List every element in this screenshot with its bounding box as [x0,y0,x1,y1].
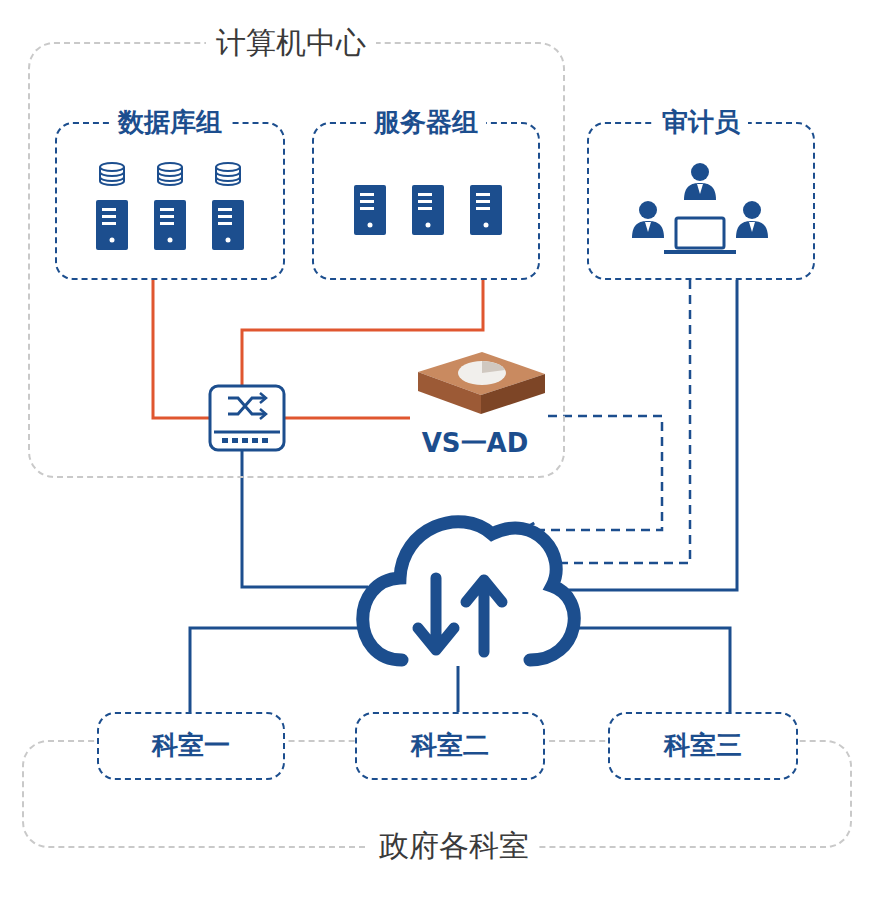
blue-wires [190,280,737,712]
node-label: 科室三 [656,730,750,761]
node-label: 科室一 [144,730,238,761]
group-box: 审计员 [587,122,815,280]
region-box: 政府各科室科室一科室二科室三 [22,740,852,848]
node-label: 审计员 [654,107,748,138]
switch-icon [210,386,284,450]
node-label: 服务器组 [366,107,486,138]
node-label: 计算机中心 [206,25,376,61]
cloud-icon [363,522,574,660]
office-box: 科室三 [608,712,798,780]
orange-wires [153,280,483,418]
office-box: 科室二 [355,712,545,780]
group-box: 数据库组 [55,122,285,280]
auditor-icons [632,163,768,252]
office-box: 科室一 [97,712,285,780]
node-label: 数据库组 [110,107,230,138]
node-label: 科室二 [403,730,497,761]
node-label: VS一AD [420,428,531,459]
database-icons [96,163,244,250]
server-icons [354,185,502,235]
dashed-flows [522,280,690,563]
node-label: 政府各科室 [369,828,539,864]
group-box: 服务器组 [312,122,540,280]
device-node: VS一AD [400,345,551,463]
audit-device-icon [418,352,545,547]
region-box: 计算机中心数据库组服务器组VS一AD [28,42,565,478]
